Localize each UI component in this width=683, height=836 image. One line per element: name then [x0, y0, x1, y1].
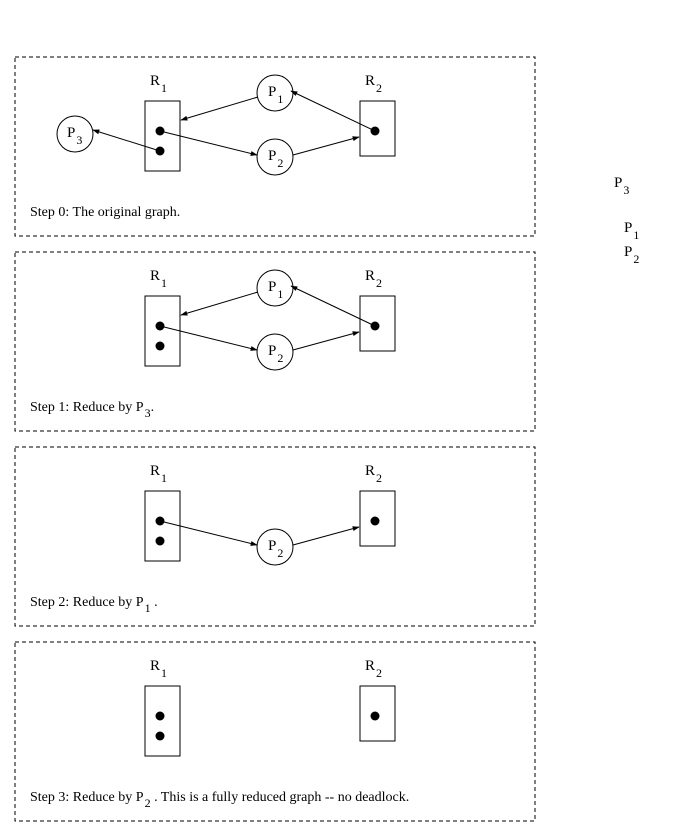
p2-node — [256, 528, 294, 566]
r1-box — [144, 490, 181, 562]
step-0-panel: R1 R2 P1 P2 P3 Step 0: The original grap… — [14, 56, 536, 237]
r2-instance-dot — [370, 516, 380, 526]
step-2-caption: Step 2: Reduce by P1 . — [30, 595, 158, 615]
side-label-p3: P3 — [614, 175, 629, 197]
edge-p2-requests-r2 — [292, 526, 360, 546]
edge-p1-requests-r1 — [180, 291, 259, 316]
p2-label: P2 — [268, 538, 283, 560]
r1-box — [144, 685, 181, 757]
step-2-panel: R1 R2 P2 Step 2: Reduce by P1 . — [14, 446, 536, 627]
r2-box — [359, 685, 396, 742]
step-2-frame — [14, 446, 536, 627]
r2-label: R2 — [365, 268, 382, 290]
r2-box — [359, 100, 396, 157]
edge-p1-requests-r1 — [180, 96, 259, 121]
r2-instance-dot — [370, 711, 380, 721]
p2-label: P2 — [268, 343, 283, 365]
p1-label: P1 — [268, 84, 283, 106]
step-3-caption: Step 3: Reduce by P2 . This is a fully r… — [30, 790, 409, 810]
step-1-panel: R1 R2 P1 P2 Step 1: Reduce by P3. — [14, 251, 536, 432]
r1-label: R1 — [150, 463, 167, 485]
step-3-panel: R1 R2 Step 3: Reduce by P2 . This is a f… — [14, 641, 536, 822]
r1-instance-dot — [155, 341, 165, 351]
edge-r1-assigned-p2 — [159, 325, 258, 351]
p2-node — [256, 333, 294, 371]
edge-p2-requests-r2 — [292, 331, 360, 351]
step-0-frame — [14, 56, 536, 237]
p1-label: P1 — [268, 279, 283, 301]
p2-label: P2 — [268, 148, 283, 170]
r2-label: R2 — [365, 463, 382, 485]
r1-box — [144, 295, 181, 367]
r1-instance-dot — [155, 711, 165, 721]
edge-r1-assigned-p2 — [159, 130, 258, 156]
r1-label: R1 — [150, 658, 167, 680]
r2-box — [359, 490, 396, 547]
side-label-p2: P2 — [624, 244, 639, 266]
r1-label: R1 — [150, 268, 167, 290]
step-1-frame — [14, 251, 536, 432]
edge-p2-requests-r2 — [292, 136, 360, 156]
step-0-caption: Step 0: The original graph. — [30, 205, 180, 220]
r2-label: R2 — [365, 73, 382, 95]
r2-box — [359, 295, 396, 352]
p3-label: P3 — [67, 125, 82, 147]
edge-r2-assigned-p1 — [290, 90, 376, 132]
r1-instance-dot — [155, 731, 165, 741]
edge-r1-assigned-p2 — [159, 520, 258, 546]
side-labels: P3 P1 P2 — [614, 175, 639, 266]
r1-label: R1 — [150, 73, 167, 95]
p2-node — [256, 138, 294, 176]
edge-r2-assigned-p1 — [290, 285, 376, 327]
r2-label: R2 — [365, 658, 382, 680]
r1-box — [144, 100, 181, 172]
step-1-caption: Step 1: Reduce by P3. — [30, 400, 154, 420]
edge-r1-assigned-p3 — [92, 129, 161, 152]
side-label-p1: P1 — [624, 220, 639, 242]
step-3-frame — [14, 641, 536, 822]
r1-instance-dot — [155, 536, 165, 546]
